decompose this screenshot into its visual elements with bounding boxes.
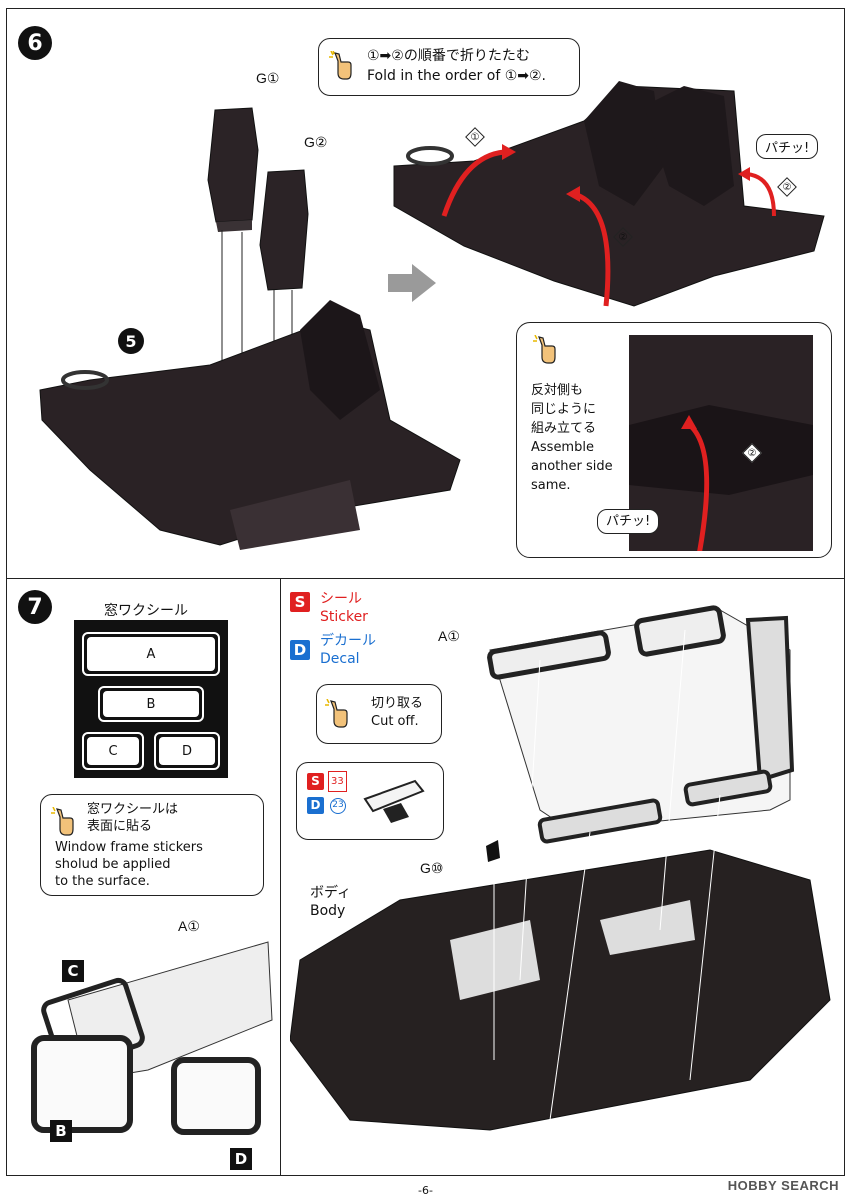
part-label-a1-right: A①	[438, 628, 460, 644]
snap-callout: パチッ!	[756, 134, 819, 159]
fold-note-jp: ①➡②の順番で折りたたむ	[367, 48, 530, 64]
page-frame	[6, 8, 845, 1176]
body-label: ボディ Body	[310, 884, 351, 920]
body-jp: ボディ	[310, 885, 352, 901]
mirror-part-illustration	[363, 779, 425, 823]
step-6-badge: 6	[18, 26, 52, 60]
page-number: -6-	[418, 1184, 433, 1197]
apply-en-1: Window frame stickers	[55, 840, 203, 855]
mirror-inset: S 33 D 23	[296, 762, 444, 840]
sticker-jp: シール	[320, 591, 362, 607]
part-label-g10: G⑩	[420, 860, 444, 876]
apply-jp-2: 表面に貼る	[87, 819, 153, 834]
fold-arrow-2-label: ②	[613, 227, 633, 248]
step-7-badge: 7	[18, 590, 52, 624]
sticker-badge: S	[290, 592, 310, 612]
inset-detail-illustration	[629, 335, 813, 551]
cut-jp: 切り取る	[371, 696, 424, 711]
part-label-g2: G②	[304, 134, 328, 150]
other-side-inset: 反対側も 同じように 組み立てる Assemble another side s…	[516, 322, 832, 558]
decal-jp: デカール	[320, 633, 376, 649]
part-label-g1: G①	[256, 70, 280, 86]
sticker-sheet-title: 窓ワクシール	[104, 602, 188, 618]
legend-sticker: S シール Sticker	[290, 591, 368, 625]
side-note-en-2: another side	[531, 459, 613, 474]
cut-en: Cut off.	[371, 714, 419, 729]
fold-arrow-1-label: ①	[465, 127, 485, 148]
label-b-marker: B	[50, 1120, 72, 1142]
side-note-jp-2: 同じように	[531, 402, 597, 417]
apply-en-2: sholud be applied	[55, 857, 171, 872]
window-part-sticker-illustration	[31, 941, 273, 1135]
mirror-sticker-ref: S 33	[307, 771, 347, 792]
column-divider	[280, 578, 281, 1176]
label-c-marker: C	[62, 960, 84, 982]
seat-g1-part	[207, 107, 259, 232]
decal-badge: D	[290, 640, 310, 660]
part-label-a1-left: A①	[178, 918, 200, 934]
fold-note-en: Fold in the order of ①➡②.	[367, 68, 546, 84]
sticker-en: Sticker	[320, 609, 368, 625]
sticker-a: A	[82, 632, 220, 676]
pointing-hand-icon	[325, 699, 348, 728]
apply-jp-1: 窓ワクシールは	[87, 802, 179, 817]
pointing-hand-icon	[51, 807, 74, 836]
pointing-hand-icon	[329, 51, 352, 80]
body-en: Body	[310, 903, 346, 919]
pointing-hand-icon	[533, 335, 556, 364]
apply-surface-bubble: 窓ワクシールは 表面に貼る Window frame stickers shol…	[40, 794, 264, 896]
sticker-b: B	[98, 686, 204, 722]
seat-g2-part	[259, 169, 309, 291]
sticker-d: D	[154, 732, 220, 770]
side-note-en-1: Assemble	[531, 440, 594, 455]
step6-assembly-illustration	[39, 107, 461, 550]
fold-arrow-2b-label: ②	[777, 177, 797, 198]
apply-en-3: to the surface.	[55, 874, 150, 889]
side-note-en-3: same.	[531, 478, 571, 493]
side-note-jp-1: 反対側も	[531, 383, 584, 398]
side-note-jp-3: 組み立てる	[531, 421, 597, 436]
inset-snap-callout: パチッ!	[597, 509, 660, 534]
mirror-decal-ref: D 23	[307, 797, 346, 814]
window-frame-sticker-sheet: A B C D	[74, 620, 228, 778]
next-arrow-icon	[388, 264, 436, 302]
decal-en: Decal	[320, 651, 360, 667]
watermark: HOBBY SEARCH	[727, 1178, 839, 1193]
sticker-c: C	[82, 732, 144, 770]
step6-folded-illustration	[393, 81, 825, 307]
cut-off-bubble: 切り取る Cut off.	[316, 684, 442, 744]
step-5-badge: 5	[118, 328, 144, 354]
fold-order-bubble: ①➡②の順番で折りたたむ Fold in the order of ①➡②.	[318, 38, 580, 96]
body-window-illustration	[290, 605, 831, 1131]
inset-arrow-2-label: ②	[742, 443, 762, 464]
legend-decal: D デカール Decal	[290, 633, 376, 667]
label-d-marker: D	[230, 1148, 252, 1170]
section-divider	[6, 578, 845, 579]
